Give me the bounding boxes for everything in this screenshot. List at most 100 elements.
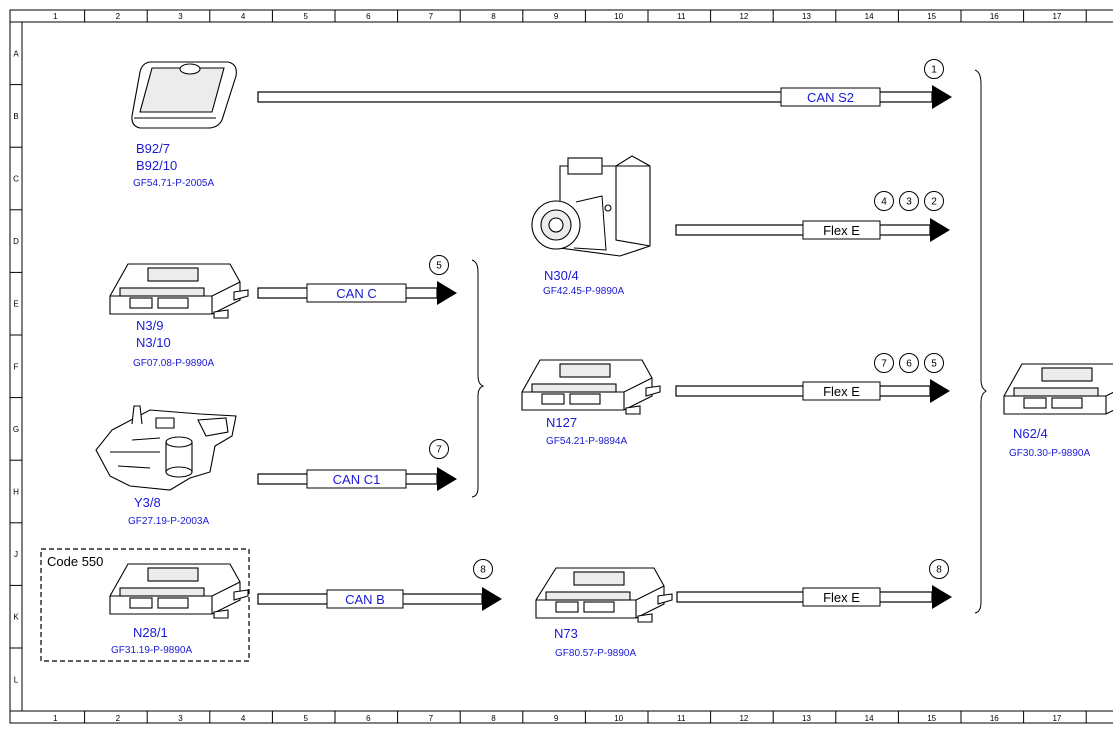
- grid-column-label: 2: [116, 12, 121, 21]
- grid-row-label: A: [13, 49, 19, 58]
- component-designation: N127: [546, 415, 577, 430]
- bus-label: Flex E: [823, 590, 860, 605]
- bus-label-box: [802, 587, 881, 607]
- component-reference: GF54.71-P-2005A: [133, 178, 214, 189]
- bus-label-box: [326, 589, 404, 609]
- grid-row-label: J: [14, 550, 18, 559]
- bus-label-box: [802, 220, 881, 240]
- code-550-label: Code 550: [47, 554, 103, 569]
- n30-esp-unit-icon: [531, 155, 651, 257]
- component-reference: GF30.30-P-9890A: [1009, 448, 1090, 459]
- bus-can-c1: CAN C1 7: [257, 439, 457, 491]
- grid-column-label: 17: [1052, 12, 1061, 21]
- grid-column-label: 15: [927, 714, 936, 723]
- grid-row-label: F: [14, 362, 19, 371]
- grid-column-label: 7: [429, 714, 434, 723]
- arrow-head-icon: [437, 467, 457, 491]
- reference-marker-circle: [924, 353, 944, 373]
- component-designation: N3/10: [136, 335, 171, 350]
- grid-row-label: L: [14, 675, 19, 684]
- grid-column-label: 3: [178, 714, 183, 723]
- grid-column-label: 11: [677, 714, 686, 723]
- reference-marker-number: 4: [881, 197, 887, 208]
- grid-row-label: D: [13, 237, 19, 246]
- grid-column-label: 9: [554, 12, 559, 21]
- grid-row-label: G: [13, 425, 19, 434]
- bus-label-box: [802, 381, 881, 401]
- bus-label: Flex E: [823, 384, 860, 399]
- bus-label: CAN B: [345, 592, 385, 607]
- reference-marker-circle: [899, 191, 919, 211]
- n73-control-unit-icon: [535, 567, 673, 623]
- grid-column-label: 6: [366, 12, 371, 21]
- reference-marker-number: 6: [906, 359, 912, 370]
- grid-row-label: B: [13, 112, 18, 121]
- bus-label: CAN C: [336, 286, 376, 301]
- component-reference: GF42.45-P-9890A: [543, 286, 624, 297]
- grid-column-label: 4: [241, 12, 246, 21]
- y3-valve-body-icon: [95, 405, 237, 491]
- component-reference: GF27.19-P-2003A: [128, 516, 209, 527]
- bus-label-box: [306, 469, 407, 489]
- bus-label-box: [780, 87, 881, 107]
- grid-row-label: C: [13, 175, 19, 184]
- bus-label: CAN C1: [333, 472, 381, 487]
- grid-row-label: E: [13, 300, 18, 309]
- arrow-head-icon: [930, 218, 950, 242]
- component-designation: N30/4: [544, 268, 579, 283]
- grid-column-label: 1: [53, 714, 58, 723]
- bus-can-b: CAN B 8: [257, 559, 502, 611]
- component-designation: N28/1: [133, 625, 168, 640]
- component-designation: Y3/8: [134, 495, 161, 510]
- grid-column-label: 11: [677, 12, 686, 21]
- arrow-head-icon: [932, 85, 952, 109]
- reference-marker-number: 5: [931, 359, 937, 370]
- reference-marker-circle: [874, 353, 894, 373]
- component-designation: B92/10: [136, 158, 177, 173]
- b92-sensor-icon: [131, 61, 237, 129]
- grid-column-label: 12: [739, 714, 748, 723]
- reference-marker-number: 7: [436, 445, 442, 456]
- bus-flex-n73: Flex E 8: [676, 559, 952, 609]
- diagram-frame: [9, 9, 1113, 724]
- component-designation: B92/7: [136, 141, 170, 156]
- grid-row-labels: A B C D E F G H J K L: [10, 49, 22, 684]
- reference-marker-number: 8: [480, 565, 486, 576]
- grid-column-label: 7: [429, 12, 434, 21]
- reference-marker-circle: [924, 59, 944, 79]
- grid-column-label: 5: [303, 12, 308, 21]
- arrow-head-icon: [437, 281, 457, 305]
- reference-marker-circle: [899, 353, 919, 373]
- grid-column-label: 2: [116, 714, 121, 723]
- grid-column-label: 9: [554, 714, 559, 723]
- grid-row-label: K: [13, 613, 19, 622]
- grid-column-label: 4: [241, 714, 246, 723]
- grid-row-label: H: [13, 488, 19, 497]
- component-reference: GF07.08-P-9890A: [133, 358, 214, 369]
- reference-marker-circle: [924, 191, 944, 211]
- grid-column-label: 5: [303, 714, 308, 723]
- grid-column-label: 15: [927, 12, 936, 21]
- grid-column-label: 10: [614, 12, 623, 21]
- component-designation: N62/4: [1013, 426, 1048, 441]
- reference-marker-circle: [473, 559, 493, 579]
- component-designation: N73: [554, 626, 578, 641]
- reference-marker-number: 1: [931, 65, 937, 76]
- arrow-head-icon: [930, 379, 950, 403]
- reference-marker-number: 8: [936, 565, 942, 576]
- n62-control-unit-icon: [1003, 363, 1113, 415]
- reference-marker-number: 5: [436, 261, 442, 272]
- reference-marker-circle: [429, 439, 449, 459]
- component-designation: N3/9: [136, 318, 163, 333]
